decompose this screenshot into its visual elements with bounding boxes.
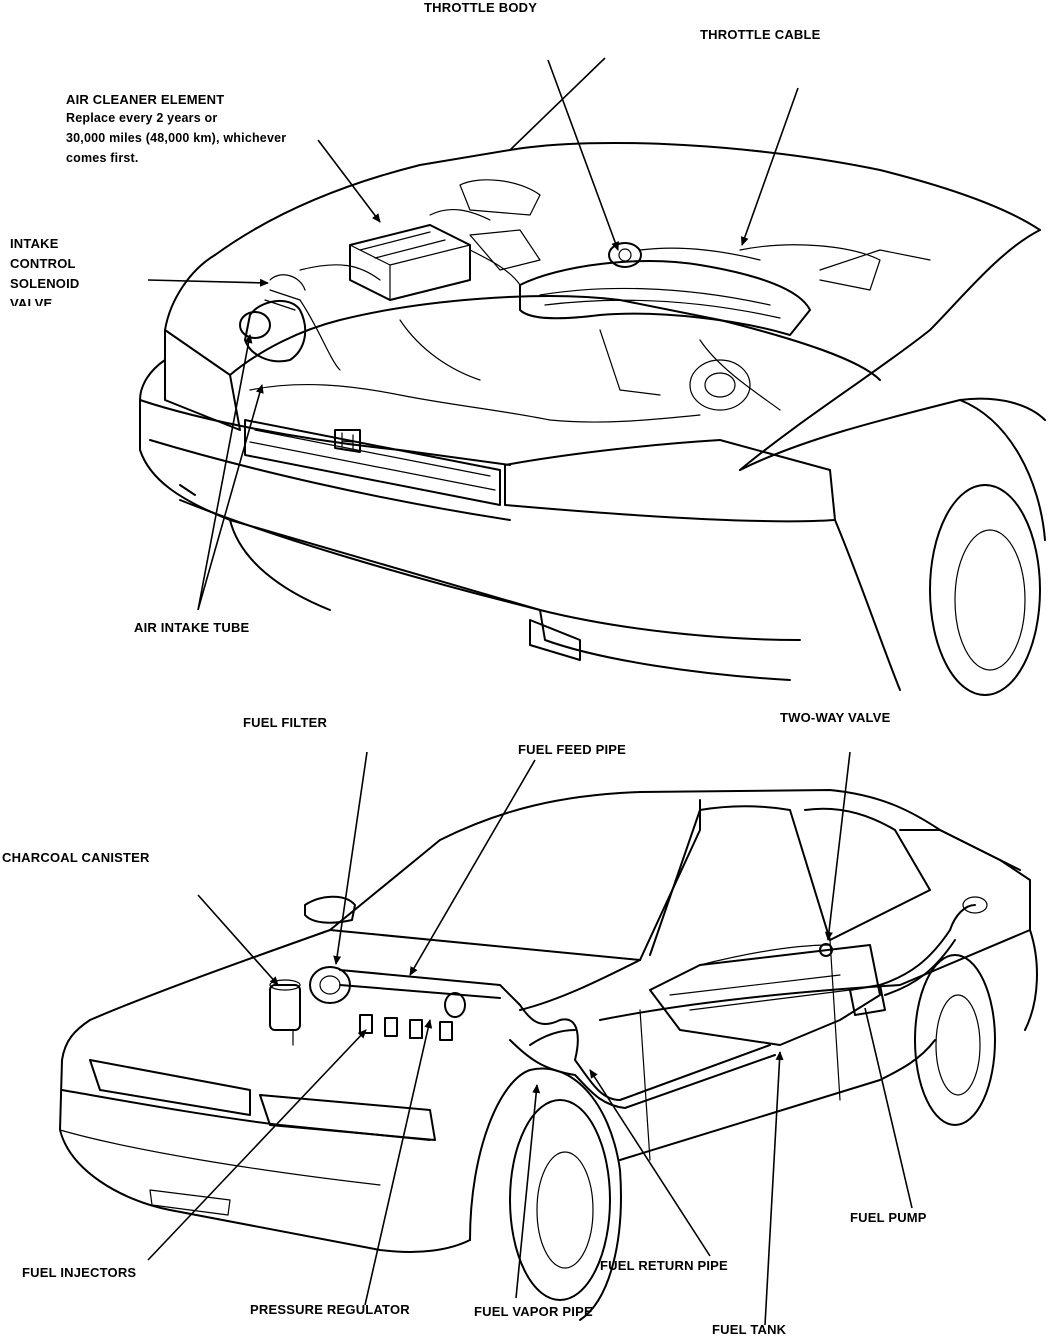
air-cleaner-note-line-1: Replace every 2 years or — [66, 111, 218, 125]
fuel-tank-label: FUEL TANK — [712, 1322, 787, 1337]
intake-control-solenoid-label-line-2: CONTROL — [10, 256, 76, 271]
pressure-regulator-label: PRESSURE REGULATOR — [250, 1302, 410, 1317]
intake-control-solenoid-label-line-1: INTAKE — [10, 236, 59, 251]
air-cleaner-element-label: AIR CLEANER ELEMENT — [66, 92, 225, 107]
air-cleaner-note-line-3: comes first. — [66, 151, 139, 165]
air-intake-tube-label: AIR INTAKE TUBE — [134, 620, 250, 635]
two-way-valve-label: TWO-WAY VALVE — [780, 710, 891, 725]
engine-bay-illustration — [139, 141, 1046, 696]
injector-shapes — [359, 1014, 453, 1041]
fuel-vapor-pipe-label: FUEL VAPOR PIPE — [474, 1304, 593, 1319]
fuel-return-pipe-label: FUEL RETURN PIPE — [600, 1258, 728, 1273]
car-body-illustration — [59, 789, 1038, 1321]
air-cleaner-note-line-2: 30,000 miles (48,000 km), whichever — [66, 131, 287, 145]
bottom-leader-lines — [147, 751, 913, 1326]
fuel-system-components — [269, 904, 976, 1109]
intake-control-solenoid-label-line-4: VALVE — [10, 296, 53, 306]
fuel-feed-pipe-label: FUEL FEED PIPE — [518, 742, 627, 757]
fuel-injectors-label: FUEL INJECTORS — [22, 1265, 137, 1280]
fuel-pump-label: FUEL PUMP — [850, 1210, 927, 1225]
intake-control-solenoid-label-line-3: SOLENOID — [10, 276, 80, 291]
top-leader-lines — [147, 57, 799, 611]
throttle-body-label: THROTTLE BODY — [424, 0, 538, 15]
fuel-filter-label: FUEL FILTER — [243, 715, 328, 730]
throttle-cable-label: THROTTLE CABLE — [700, 27, 821, 42]
charcoal-canister-label: CHARCOAL CANISTER — [2, 850, 150, 865]
